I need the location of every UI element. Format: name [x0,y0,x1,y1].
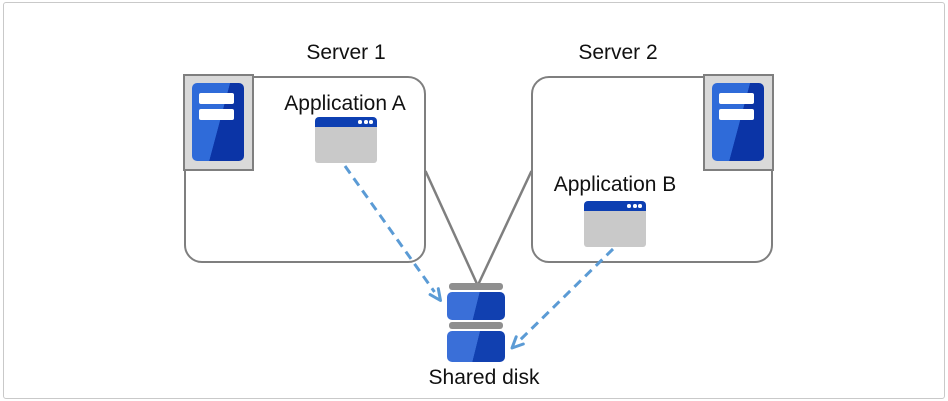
app-window-icon [315,117,377,163]
connector-server2-to-disk [476,170,533,286]
arrowhead-application-b-icon [510,335,525,350]
disk-platter [447,331,505,362]
disk-platter [447,292,505,320]
disk-cap [449,322,503,329]
server-tower-icon [703,74,774,171]
arrowhead-application-a-icon [428,287,442,302]
titlebar-dot-icon [627,204,631,208]
server2-label: Server 2 [578,41,658,64]
server1-label: Server 1 [306,41,386,64]
disk-stack-icon [447,283,505,362]
titlebar-dot-icon [638,204,642,208]
app-window-icon [584,201,646,247]
titlebar-dot-icon [363,120,368,124]
server-tower-body [712,83,764,161]
server-tower-body [192,83,244,161]
disk-cap [449,283,503,290]
app-window-titlebar [315,117,377,127]
arrow-application-b-to-disk [515,247,615,345]
shared-disk-label: Shared disk [428,366,540,389]
server-drive-slot [719,93,754,104]
application-a-label: Application A [284,92,406,115]
titlebar-dot-icon [369,120,373,124]
titlebar-dot-icon [632,204,637,208]
server-drive-slot [719,109,754,120]
server-tower-icon [183,74,254,171]
app-window-titlebar [584,201,646,211]
server-drive-slot [199,109,234,120]
titlebar-dot-icon [358,120,362,124]
app-window-body [315,127,377,163]
connector-server1-to-disk [424,170,479,286]
server-drive-slot [199,93,234,104]
app-window-body [584,211,646,247]
arrow-application-a-to-disk [343,165,436,293]
application-b-label: Application B [553,173,677,196]
